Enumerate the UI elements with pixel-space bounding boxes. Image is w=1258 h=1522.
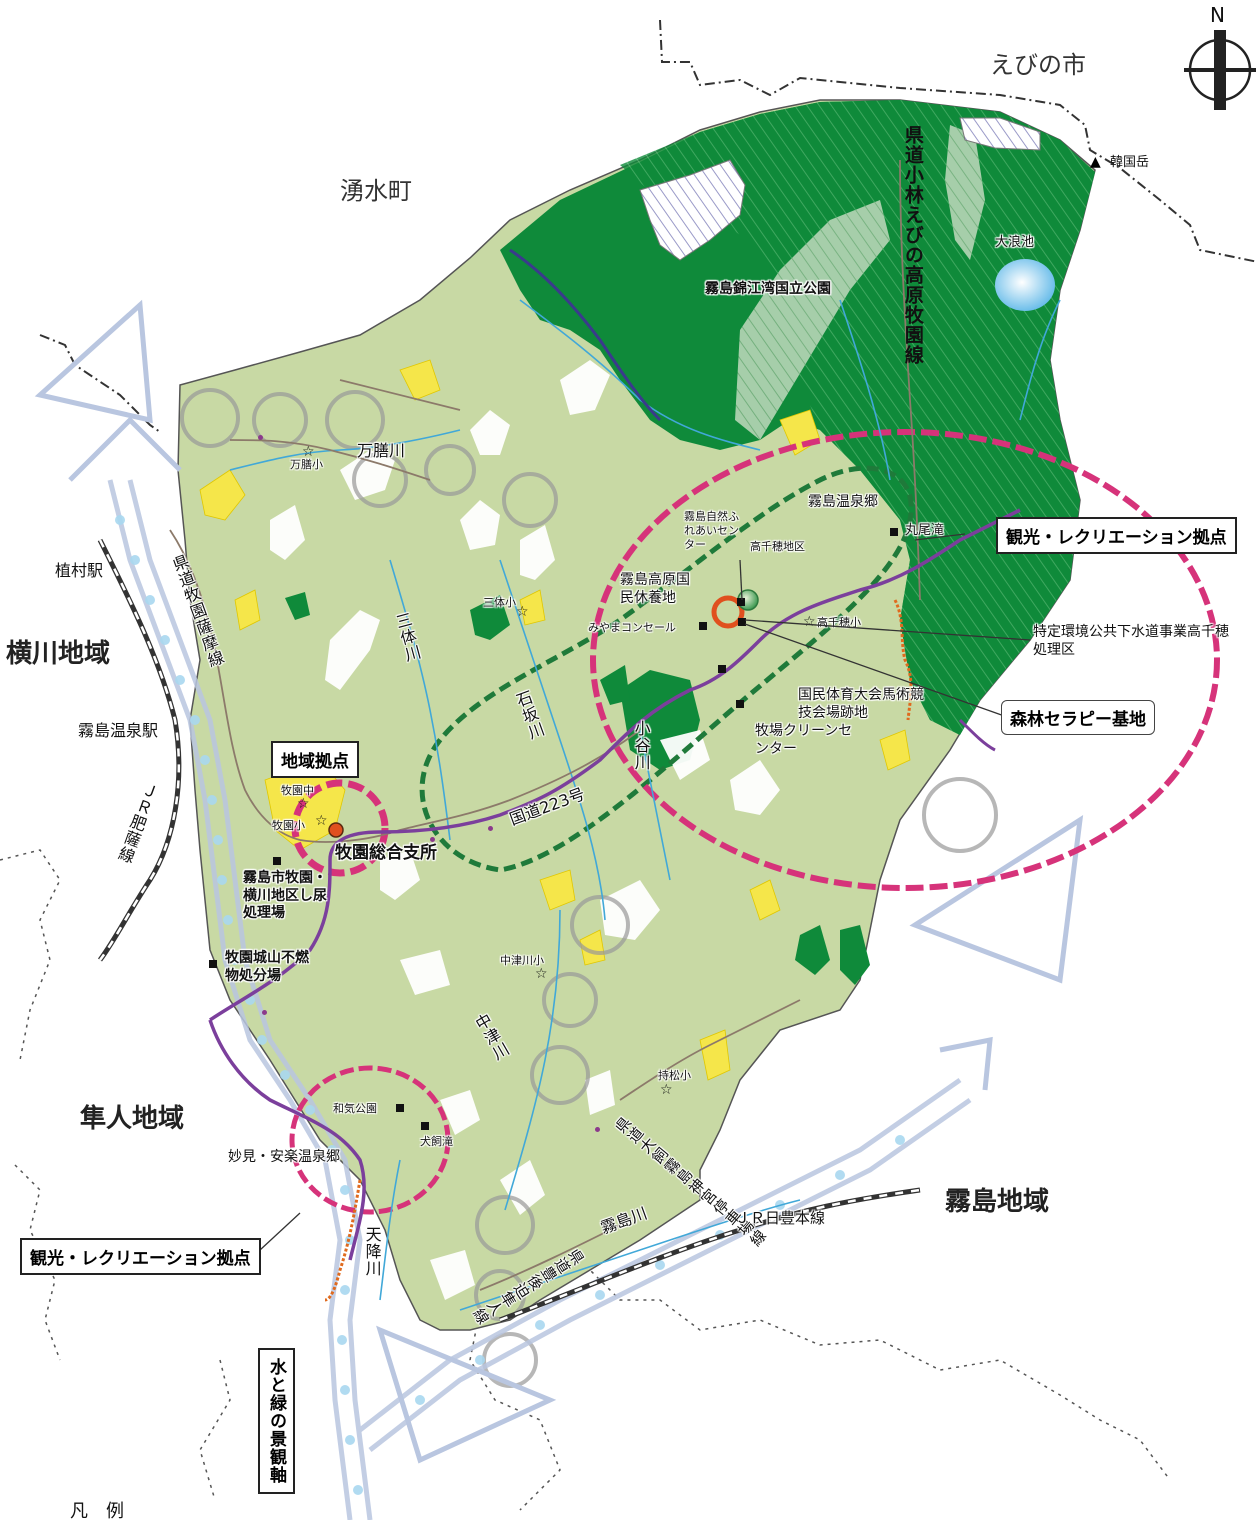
municipal-borders bbox=[39, 19, 1258, 433]
region-kirishima: 霧島地域 bbox=[945, 1187, 1050, 1217]
onsen-kyo-label: 霧島温泉郷 bbox=[808, 494, 878, 510]
manzen-dot bbox=[258, 435, 263, 440]
takachiho-district-label: 高千穂地区 bbox=[750, 540, 805, 553]
road-kobayashi-ebino: 県道小林えびの高原牧園線 bbox=[901, 125, 924, 365]
route223-dot bbox=[488, 826, 493, 831]
onami-label: 大浪池 bbox=[995, 235, 1035, 250]
onsen-trail bbox=[893, 599, 913, 721]
national-park-label: 霧島錦江湾国立公園 bbox=[705, 281, 831, 297]
onami-lake bbox=[995, 259, 1055, 311]
landfill-marker bbox=[209, 960, 217, 968]
tourism-corridor bbox=[419, 465, 914, 873]
park-light-hatch bbox=[735, 200, 890, 440]
marao-label: 丸尾滝 bbox=[905, 523, 945, 538]
onsen-hub-marker bbox=[711, 595, 745, 629]
wake-park-label: 和気公園 bbox=[333, 1102, 377, 1115]
makizono-jhs-icon: ☆ bbox=[297, 796, 310, 812]
railway-hisatsu bbox=[97, 538, 182, 962]
regional-hub-box: 地域拠点 bbox=[271, 741, 359, 778]
private-land-hatch-2 bbox=[959, 117, 1041, 151]
national-route-223-south bbox=[208, 1019, 366, 1261]
national-park-hatch bbox=[620, 100, 1095, 735]
park-light-hatch-2 bbox=[945, 125, 985, 260]
station-kirishima-onsen: 霧島温泉駅 bbox=[78, 721, 159, 740]
inukai-label: 犬飼滝 bbox=[420, 1135, 453, 1148]
makizono-office-label: 牧園総合支所 bbox=[335, 843, 437, 863]
office-dot bbox=[430, 837, 435, 842]
railway-nippo bbox=[499, 1187, 921, 1323]
makizono-es-icon: ☆ bbox=[315, 813, 328, 829]
river-amori: 天降川 bbox=[362, 1226, 382, 1277]
nature-center-label: 霧島自然ふれあいセンター bbox=[684, 510, 739, 551]
makizono-office-marker bbox=[328, 822, 344, 838]
national-route-223 bbox=[209, 508, 1021, 1022]
kokumin-marker bbox=[737, 598, 745, 606]
landscape-axis-box: 水と緑の景観軸 bbox=[258, 1348, 295, 1494]
equestrian-label: 国民体育大会馬術競技会場跡地 bbox=[798, 687, 924, 722]
sewer-marker bbox=[738, 618, 746, 626]
karakuni-label: 韓国岳 bbox=[1110, 155, 1150, 170]
tourism-hub-box-top: 観光・レクリエーション拠点 bbox=[996, 517, 1237, 554]
miyama-marker bbox=[699, 622, 707, 630]
manzen-es-label: 万膳小 bbox=[290, 458, 323, 471]
manzen-es-icon: ☆ bbox=[302, 444, 315, 460]
river-manzen: 万膳川 bbox=[357, 441, 406, 460]
landscape-axis-arrowheads bbox=[34, 299, 1084, 1464]
regional-hub-ring bbox=[291, 779, 389, 877]
miyama-label: みやまコンセール bbox=[588, 621, 676, 634]
tourism-hub-box-bottom: 観光・レクリエーション拠点 bbox=[20, 1238, 261, 1275]
onsen-trail-south bbox=[324, 1179, 362, 1302]
marao-marker bbox=[890, 528, 898, 536]
forest-therapy-box: 森林セラピー基地 bbox=[1001, 700, 1155, 735]
myoken-label: 妙見・安楽温泉郷 bbox=[228, 1149, 340, 1165]
makizono-es-label: 牧園小 bbox=[272, 819, 305, 832]
station-uemura: 植村駅 bbox=[55, 561, 104, 580]
makizono-jhs-label: 牧園中 bbox=[281, 784, 314, 797]
makiba-marker-2 bbox=[736, 700, 744, 708]
tourism-ring-large bbox=[590, 429, 1220, 891]
karakuni-peak-icon: ▲ bbox=[1090, 154, 1101, 170]
region-hayato: 隼人地域 bbox=[80, 1104, 185, 1134]
night-soil-marker bbox=[273, 857, 281, 865]
north-arrow bbox=[1184, 30, 1256, 110]
takachiho-es-icon: ☆ bbox=[803, 614, 816, 630]
landfill-label: 牧園城山不燃物処分場 bbox=[225, 950, 309, 984]
north-label: N bbox=[1210, 3, 1225, 27]
purple-road-north bbox=[509, 248, 662, 422]
rivers bbox=[229, 299, 1061, 1311]
nakatsugawa-es-label: 中津川小 bbox=[500, 954, 544, 967]
gray-circles bbox=[180, 388, 998, 1388]
makiba-clean-label: 牧場クリーンセンター bbox=[755, 723, 853, 758]
mochimatsu-dot bbox=[595, 1127, 600, 1132]
mochimatsu-es-label: 持松小 bbox=[658, 1069, 691, 1082]
region-ebino: えびの市 bbox=[990, 51, 1086, 79]
mochimatsu-es-icon: ☆ bbox=[660, 1082, 673, 1098]
sewer-label: 特定環境公共下水道事業高千穂処理区 bbox=[1033, 624, 1229, 659]
night-soil-label: 霧島市牧園・横川地区し尿処理場 bbox=[243, 870, 327, 921]
santai-es-icon: ☆ bbox=[516, 604, 529, 620]
nakatsugawa-es-icon: ☆ bbox=[535, 966, 548, 982]
inukai-marker bbox=[421, 1122, 429, 1130]
santai-es-label: 三体小 bbox=[483, 596, 516, 609]
region-yokogawa: 横川地域 bbox=[6, 639, 111, 669]
river-kotani: 小谷川 bbox=[631, 720, 651, 771]
purple-road-east bbox=[958, 718, 996, 752]
wake-park-marker bbox=[396, 1104, 404, 1112]
legend-title: 凡 例 bbox=[70, 1501, 124, 1522]
landscape-axis-dots bbox=[115, 515, 905, 1495]
kokumin-label: 霧島高原国民休養地 bbox=[620, 572, 690, 606]
railway-nippo-label: ＪＲ日豊本線 bbox=[735, 1209, 826, 1227]
region-yusui: 湧水町 bbox=[340, 177, 412, 205]
tourism-ring-small bbox=[289, 1065, 451, 1215]
private-land-hatch bbox=[639, 159, 746, 261]
makiba-marker bbox=[718, 665, 726, 673]
landfill-dot bbox=[262, 1010, 267, 1015]
